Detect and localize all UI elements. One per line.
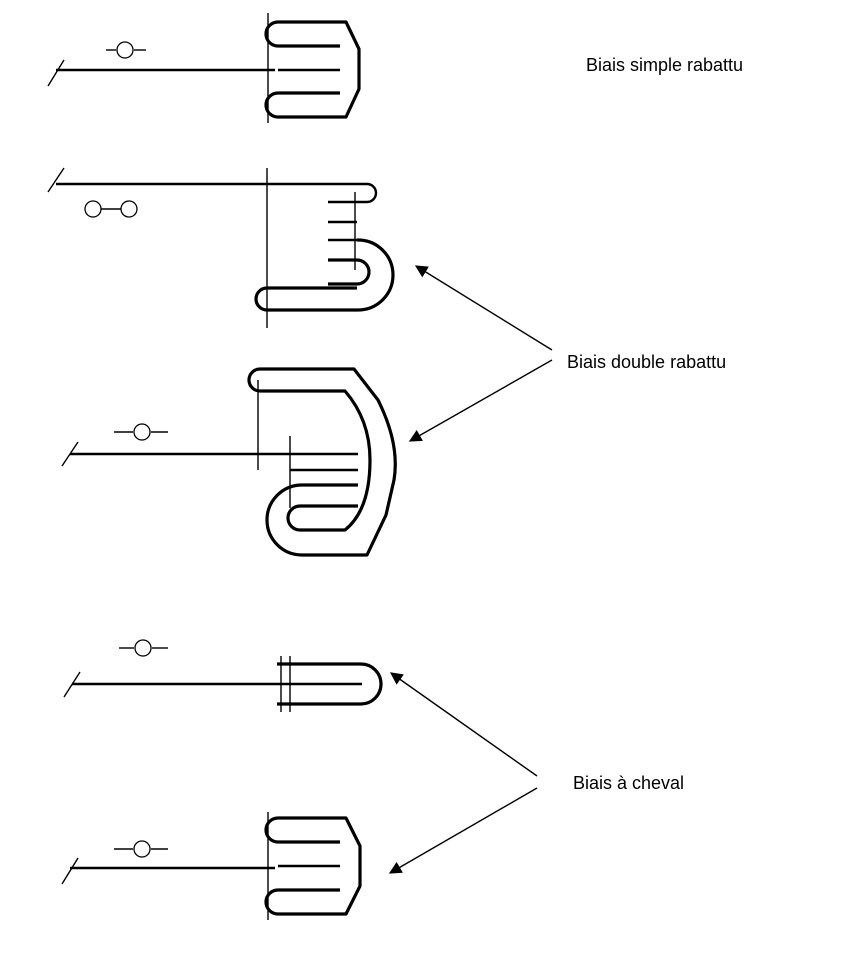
binding-tape-outline bbox=[260, 367, 397, 557]
binding-tape-inner bbox=[264, 888, 340, 916]
stitch-symbol-circle bbox=[133, 423, 151, 441]
binding-tape-outline bbox=[277, 662, 383, 706]
figure-biais-double-rabattu-1 bbox=[47, 167, 395, 328]
figure-biais-double-rabattu-2 bbox=[61, 367, 397, 557]
fabric-layer bbox=[56, 182, 378, 204]
binding-tape-outline bbox=[264, 816, 362, 916]
arrow-double-to-bottom bbox=[408, 359, 553, 442]
arrow-double-to-top bbox=[414, 265, 553, 351]
arrow-cheval-to-top bbox=[389, 672, 538, 777]
fabric-cut-mark bbox=[47, 59, 65, 87]
label-biais-simple-rabattu: Biais simple rabattu bbox=[586, 55, 744, 75]
stitch-symbol-circle bbox=[133, 840, 151, 858]
stitch-symbol-circle bbox=[116, 41, 134, 59]
fabric-cut-mark bbox=[47, 167, 65, 193]
binding-tape-inner bbox=[247, 367, 372, 532]
figure-biais-simple-rabattu bbox=[47, 13, 361, 123]
binding-tape-outline bbox=[254, 238, 395, 312]
binding-tape-inner bbox=[264, 91, 340, 119]
figure-biais-a-cheval-1 bbox=[63, 639, 383, 712]
binding-tape-inner bbox=[328, 258, 371, 286]
figure-biais-a-cheval-2 bbox=[61, 812, 362, 920]
label-biais-a-cheval: Biais à cheval bbox=[573, 773, 685, 793]
label-biais-double-rabattu: Biais double rabattu bbox=[567, 352, 727, 372]
stitch-symbol-circle bbox=[84, 200, 102, 218]
stitch-symbol-circle bbox=[134, 639, 152, 657]
binding-tape-outline bbox=[264, 20, 361, 119]
stitch-symbol-circle bbox=[120, 200, 138, 218]
fabric-cut-mark bbox=[61, 857, 79, 885]
arrow-cheval-to-bottom bbox=[388, 787, 538, 874]
